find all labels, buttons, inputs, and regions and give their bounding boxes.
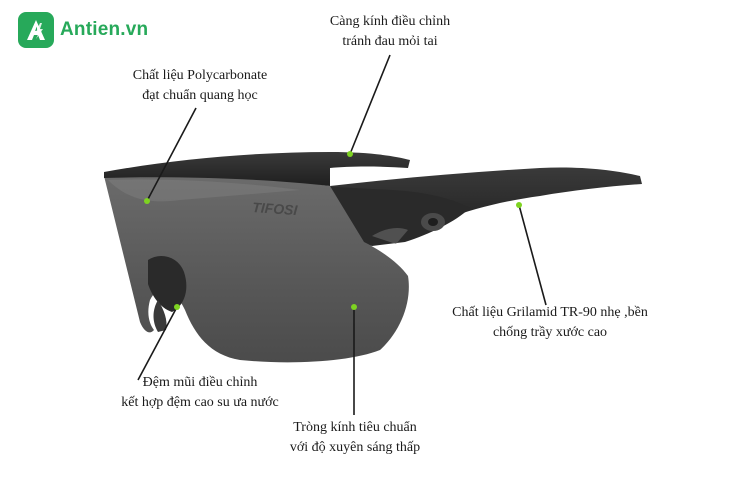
callout-frame-line2: chống trầy xước cao bbox=[492, 325, 608, 340]
brand-name: Antien.vn bbox=[60, 19, 149, 40]
brand-logo[interactable]: Antien.vn bbox=[18, 12, 148, 48]
marker-nose bbox=[174, 304, 180, 310]
lens bbox=[104, 174, 409, 363]
callout-material-line2: đạt chuẩn quang học bbox=[142, 88, 258, 103]
marker-lens bbox=[351, 304, 357, 310]
callout-nose: Đệm mũi điều chỉnh kết hợp đệm cao su ưa… bbox=[100, 373, 300, 413]
leader-frame bbox=[518, 204, 547, 306]
callout-material-line1: Chất liệu Polycarbonate bbox=[132, 68, 268, 83]
callout-nose-line2: kết hợp đệm cao su ưa nước bbox=[121, 395, 279, 410]
lightning-a-icon bbox=[18, 12, 54, 48]
callout-lens-line2: với độ xuyên sáng thấp bbox=[289, 440, 421, 455]
marker-material bbox=[144, 198, 150, 204]
callout-temple-line2: tránh đau mỏi tai bbox=[342, 34, 438, 49]
leader-nose bbox=[137, 306, 178, 381]
brow-bar bbox=[104, 152, 410, 186]
callout-frame: Chất liệu Grilamid TR-90 nhẹ ,bền chống … bbox=[420, 303, 680, 343]
nose-pad bbox=[148, 256, 187, 312]
callout-frame-line1: Chất liệu Grilamid TR-90 nhẹ ,bền bbox=[452, 305, 648, 320]
callout-lens-line1: Tròng kính tiêu chuẩn bbox=[293, 420, 417, 435]
lens-brand-text: TIFOSI bbox=[252, 199, 299, 218]
callout-lens: Tròng kính tiêu chuẩn với độ xuyên sáng … bbox=[270, 418, 440, 458]
callout-material: Chất liệu Polycarbonate đạt chuẩn quang … bbox=[100, 66, 300, 106]
callout-temple: Càng kính điều chỉnh tránh đau mỏi tai bbox=[300, 12, 480, 52]
marker-temple bbox=[347, 151, 353, 157]
marker-frame bbox=[516, 202, 522, 208]
callout-nose-line1: Đệm mũi điều chỉnh bbox=[142, 375, 258, 390]
callout-temple-line1: Càng kính điều chỉnh bbox=[329, 14, 451, 29]
leader-material bbox=[146, 107, 197, 202]
leader-temple bbox=[349, 54, 391, 155]
